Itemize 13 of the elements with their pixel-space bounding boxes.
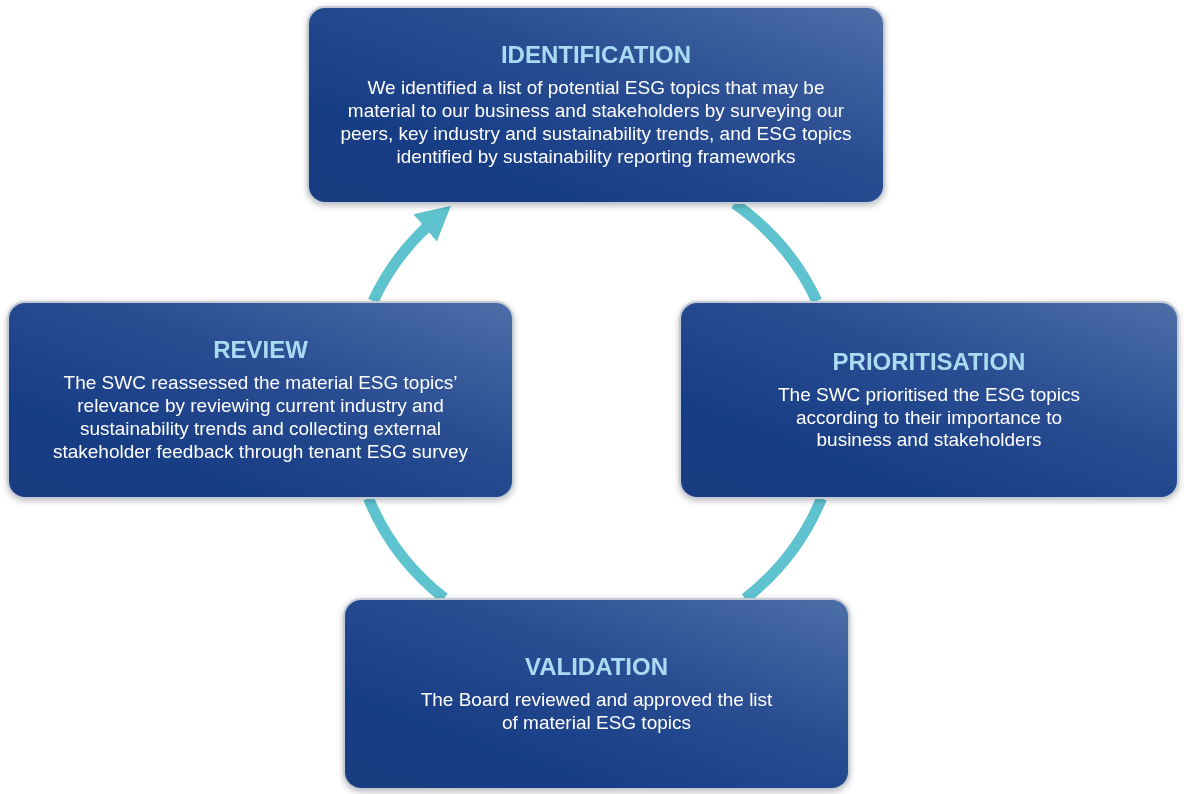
stage-description: We identified a list of potential ESG topics that may be material to our business and stakeholders by surveying our peers, key industry and sustainability trends, and ESG topics identified by sustainability reporting frameworks [339, 77, 853, 169]
stage-description: The Board reviewed and approved the list of material ESG topics [419, 689, 774, 735]
stage-box [7, 301, 514, 499]
stage-description: The SWC reassessed the material ESG topics’ relevance by reviewing current industry and sustainability trends and collecting external stakeholder feedback through tenant ESG survey [51, 372, 470, 464]
stage-description: The SWC prioritised the ESG topics according to their importance to business and stakeholders [777, 383, 1081, 453]
stage-title: PRIORITISATION [832, 347, 1026, 376]
stage-title: VALIDATION [524, 653, 669, 682]
stage-box [679, 301, 1179, 499]
stage-box [307, 6, 885, 204]
stage-box [343, 598, 850, 790]
stage-title: REVIEW [213, 336, 308, 365]
curved-arrow [368, 205, 451, 304]
stage-title: IDENTIFICATION [500, 41, 692, 70]
